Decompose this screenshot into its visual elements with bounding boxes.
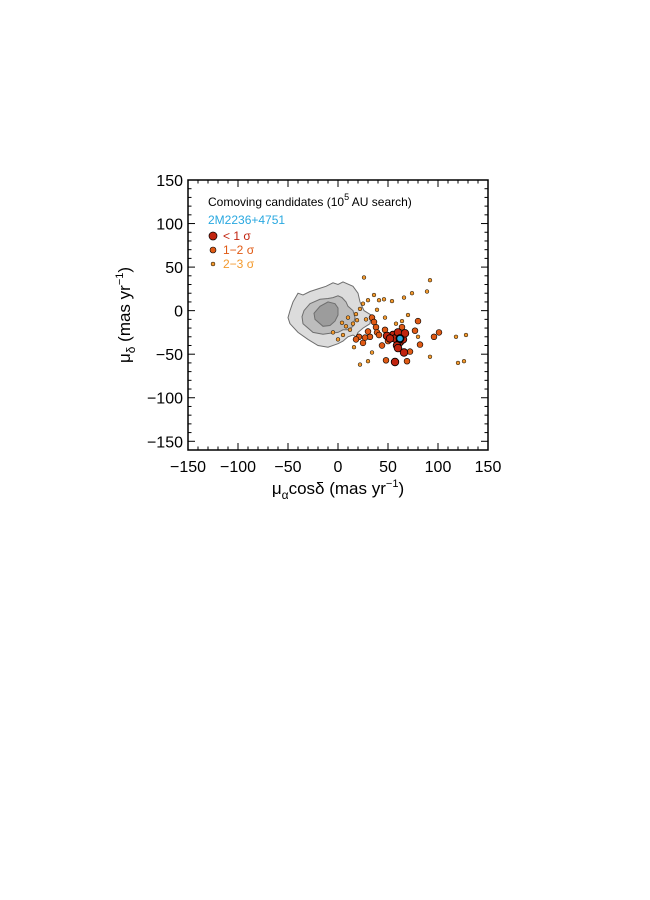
y-tick-label: −150 [147,434,183,451]
data-point-small [374,307,380,312]
x-tick-label: 150 [475,459,502,476]
data-point-target [395,334,405,343]
legend-marker-2to3sigma [210,261,216,267]
data-point-small [376,298,382,303]
data-point-small [401,295,407,300]
data-point-small [353,311,359,317]
data-point-large [400,329,410,338]
data-point-small [424,289,430,294]
y-tick-label: 0 [174,304,183,321]
x-tick-label: −50 [274,459,301,476]
data-point-small [340,332,346,338]
data-point-medium [375,331,383,339]
points-layer [330,275,469,367]
data-point-small [427,278,433,283]
legend-label-2to3sigma: 2−3 σ [223,257,255,271]
contour-inner [313,301,339,327]
data-point-small [409,291,415,296]
data-point-small [365,359,371,364]
data-point-small [415,334,421,339]
data-point-small [363,317,369,322]
data-point-small [365,298,371,303]
data-point-small [389,298,395,304]
data-point-small [330,330,336,335]
x-tick-label: −150 [170,459,206,476]
x-tick-label: 50 [379,459,397,476]
data-point-small [371,292,377,298]
data-point-small [361,275,367,280]
data-point-small [339,320,345,325]
data-point-small [350,321,356,326]
tick-labels-layer: −150 −100 −50 0 50 100 150 −150 −100 −50 0 50 100 150 [147,173,501,476]
data-point-medium [361,334,369,341]
data-point-small [393,321,399,326]
data-point-medium [398,324,406,331]
legend-label-1to2sigma: 1−2 σ [223,243,255,257]
y-tick-label: 50 [165,260,183,277]
data-point-small [463,332,469,338]
x-tick-label: 0 [334,459,343,476]
data-point-medium [382,357,390,364]
data-point-small [357,362,363,367]
data-point-small [345,315,351,320]
legend-label-lt1sigma: < 1 σ [223,229,251,243]
y-axis-title: μδ (mas yr−1) [114,267,138,363]
y-tick-label: −50 [156,347,183,364]
legend-marker-1to2sigma [209,246,217,254]
data-point-small [354,318,360,323]
data-point-medium [411,327,419,334]
data-point-large [393,343,403,353]
data-point-small [382,315,388,320]
data-point-medium [430,333,438,340]
data-point-medium [352,336,360,343]
legend-target-label: 2M2236+4751 [208,213,285,227]
data-point-small [427,354,433,359]
data-point-large [385,334,395,343]
data-point-small [357,306,363,312]
legend-marker-lt1sigma [208,231,218,241]
y-tick-label: 100 [156,217,183,234]
data-point-large [390,357,400,367]
x-tick-label: −100 [220,459,256,476]
x-axis-title: μαcosδ (mas yr−1) [272,478,404,502]
data-point-medium [372,324,380,331]
legend-title: Comoving candidates (105 AU search) [208,192,412,209]
data-point-medium [416,341,424,348]
data-point-small [347,327,353,332]
data-point-medium [364,328,372,335]
data-point-small [381,297,387,302]
data-point-medium [359,339,367,347]
data-point-medium [414,317,422,325]
data-point-small [351,345,357,350]
data-point-small [399,318,405,324]
data-point-small [455,360,461,366]
x-tick-label: 100 [425,459,452,476]
data-point-small [405,312,411,318]
y-tick-label: −100 [147,391,183,408]
data-point-small [335,337,341,342]
ticks-layer [187,179,489,450]
data-point-small [453,334,459,339]
data-point-large [399,348,409,357]
data-point-medium [378,342,386,349]
data-point-small [343,324,349,329]
legend: Comoving candidates (105 AU search) 2M22… [208,192,412,271]
data-point-small [360,301,366,306]
y-tick-label: 150 [156,173,183,190]
data-point-small [461,359,467,364]
data-point-medium [403,358,411,365]
data-point-medium [435,329,443,336]
data-point-small [369,350,375,355]
